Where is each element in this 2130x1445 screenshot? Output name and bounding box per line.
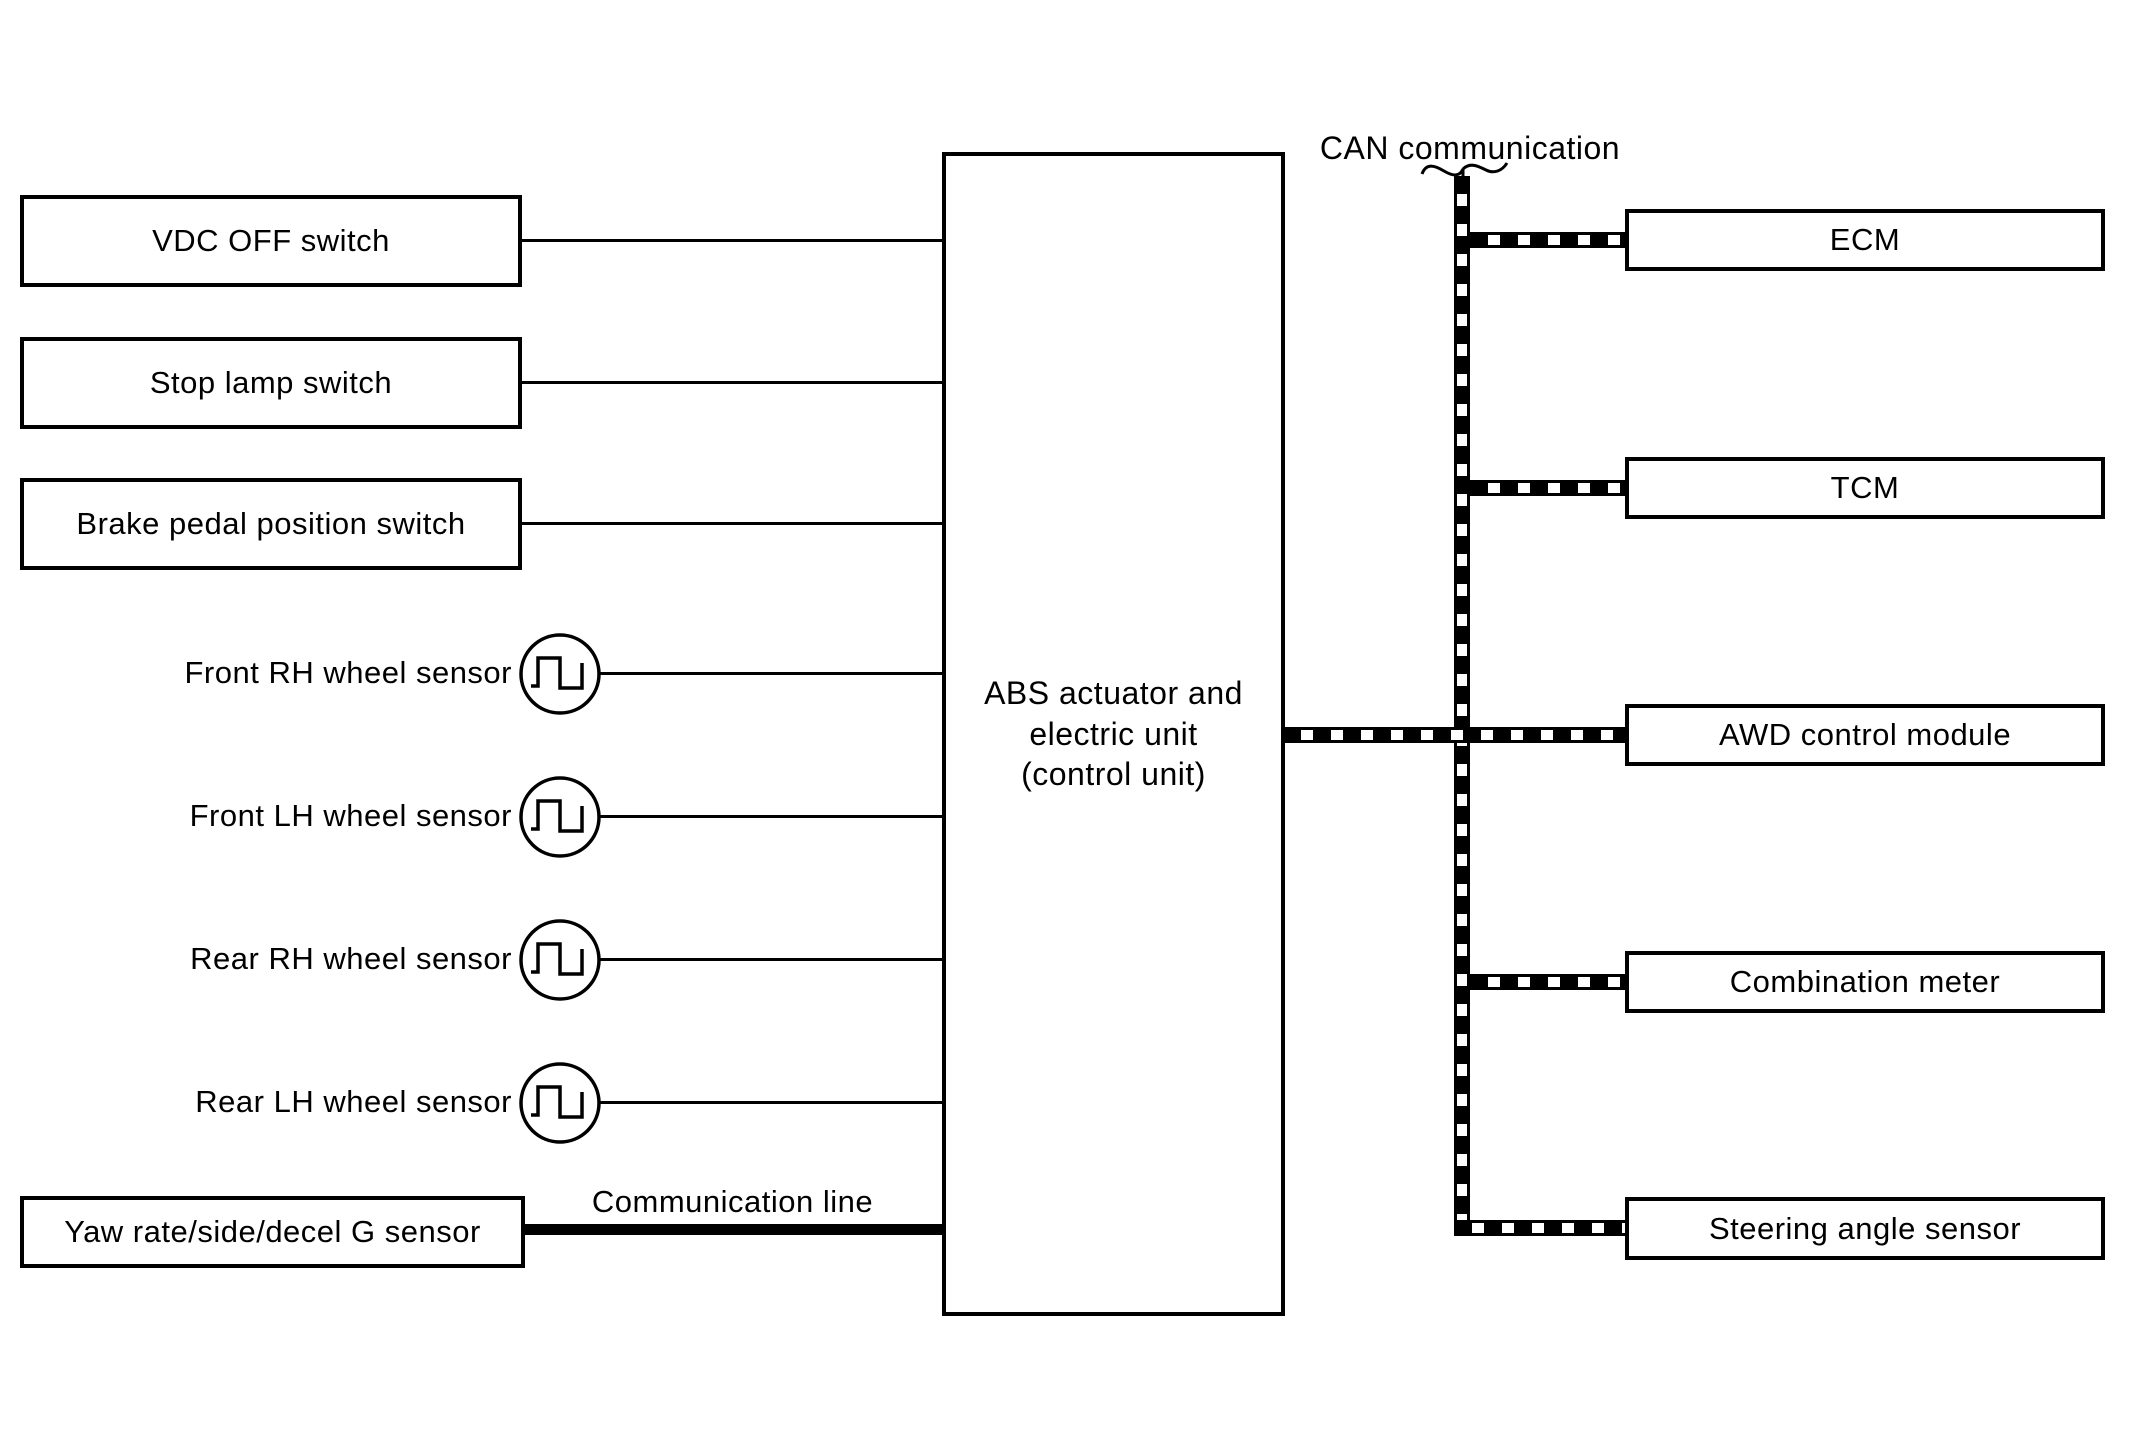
abs-actuator-control-unit-box: ABS actuator and electric unit (control … [942, 152, 1285, 1316]
vdc-off-switch-box: VDC OFF switch [20, 195, 522, 287]
brace-squiggle-icon [1418, 158, 1510, 184]
front-lh-wheel-sensor-wire [600, 815, 944, 818]
front-rh-wheel-sensor-wire [600, 672, 944, 675]
awd-control-module-box: AWD control module [1625, 704, 2105, 766]
can-branch-ecm [1470, 232, 1625, 248]
rear-lh-wheel-sensor-label: Rear LH wheel sensor [195, 1084, 512, 1119]
pulse-signal-icon [518, 918, 602, 1002]
communication-line-label: Communication line [591, 1184, 874, 1219]
brake-pedal-position-switch-box: Brake pedal position switch [20, 478, 522, 570]
stop-lamp-switch-wire [520, 381, 944, 384]
rear-lh-wheel-sensor-wire [600, 1101, 944, 1104]
ecm-box: ECM [1625, 209, 2105, 271]
brake-pedal-position-switch-wire [520, 522, 944, 525]
vdc-off-switch-wire [520, 239, 944, 242]
steering-angle-sensor-box: Steering angle sensor [1625, 1197, 2105, 1260]
combination-meter-box: Combination meter [1625, 951, 2105, 1013]
pulse-signal-icon [518, 632, 602, 716]
rear-rh-wheel-sensor-label: Rear RH wheel sensor [190, 941, 512, 976]
can-branch-tcm [1470, 480, 1625, 496]
stop-lamp-switch-box: Stop lamp switch [20, 337, 522, 429]
rear-rh-wheel-sensor-wire [600, 958, 944, 961]
can-branch-steering-angle-sensor [1454, 1220, 1625, 1236]
can-communication-label: CAN communication [1319, 130, 1621, 166]
front-rh-wheel-sensor-label: Front RH wheel sensor [184, 655, 512, 690]
communication-line-wire [523, 1224, 944, 1235]
pulse-signal-icon [518, 775, 602, 859]
front-lh-wheel-sensor-label: Front LH wheel sensor [189, 798, 512, 833]
pulse-signal-icon [518, 1061, 602, 1145]
can-bus-trunk-line [1454, 176, 1470, 1236]
tcm-box: TCM [1625, 457, 2105, 519]
yaw-rate-g-sensor-box: Yaw rate/side/decel G sensor [20, 1196, 525, 1268]
can-branch-combination-meter [1470, 974, 1625, 990]
can-line-abs-to-awd [1283, 727, 1625, 743]
